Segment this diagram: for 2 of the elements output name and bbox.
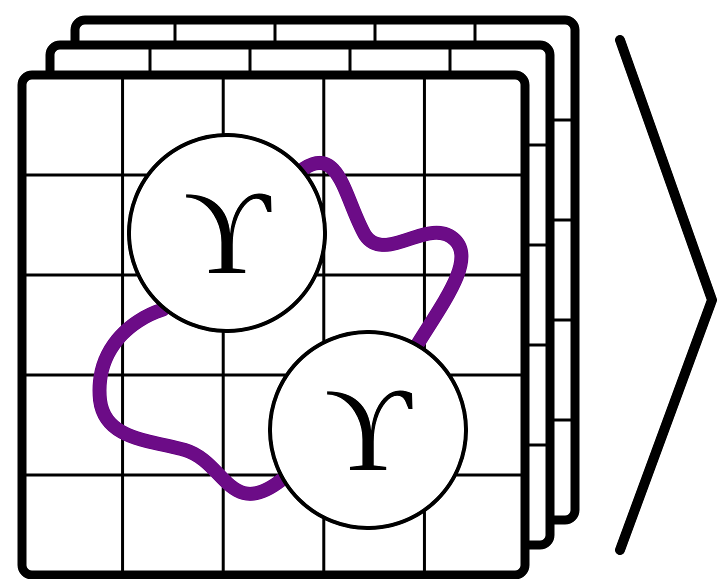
symbol-label: ϒ	[184, 173, 270, 293]
symbol-label: ϒ	[324, 370, 412, 490]
